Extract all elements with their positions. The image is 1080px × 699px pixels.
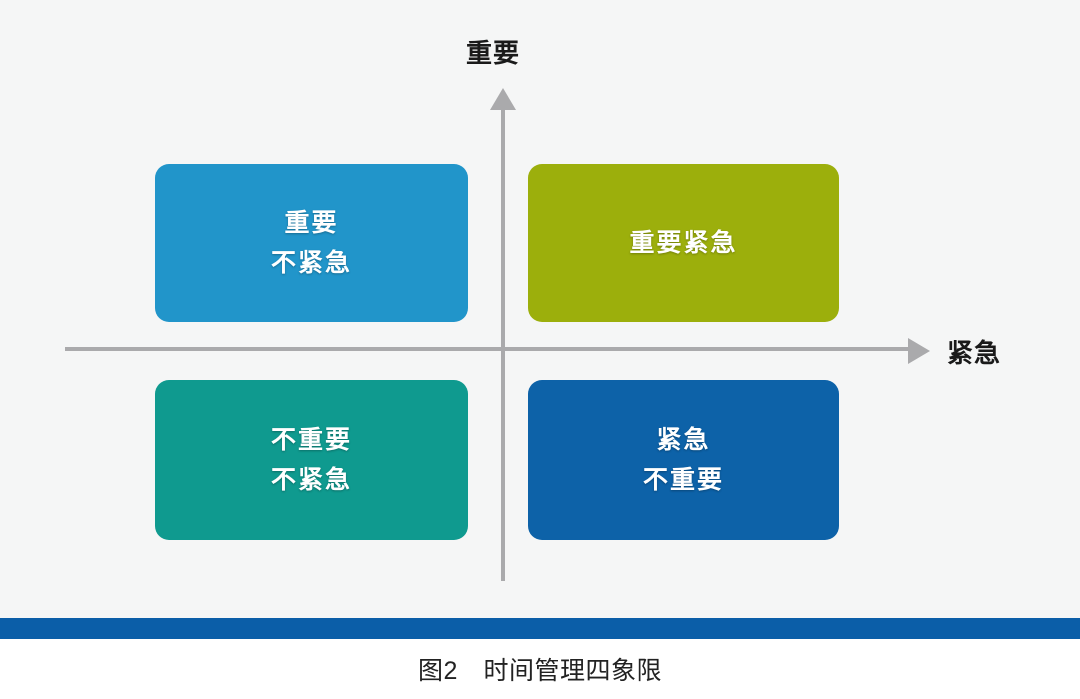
arrow-up-icon [490,88,516,110]
arrow-right-icon [908,338,930,364]
quadrant-important-urgent[interactable]: 重要紧急 [528,164,848,322]
quadrant-label-line: 不重要 [270,425,352,454]
quadrant-label-line: 重要 [284,208,339,237]
quadrant-label-line: 重要紧急 [629,228,738,257]
figure-canvas: 重要 紧急 重要 不紧急 重要紧急 不重要 不紧急 紧急 不重要 [65,38,1002,581]
quadrant-urgent-not-important[interactable]: 紧急 不重要 [528,380,848,540]
quadrant-label-line: 紧急 [656,425,711,454]
vertical-axis-line [501,104,505,581]
caption-area: 图2 时间管理四象限 [0,639,1080,699]
blue-divider-bar [0,618,1080,639]
figure-caption: 图2 时间管理四象限 [418,657,662,685]
quadrant-not-important-not-urgent[interactable]: 不重要 不紧急 [155,380,477,540]
quadrant-important-not-urgent[interactable]: 重要 不紧急 [155,164,477,322]
quadrant-label-line: 不紧急 [270,466,352,494]
horizontal-axis-line [65,347,912,351]
vertical-axis-label: 重要 [466,38,521,68]
quadrant-label-line: 不紧急 [270,249,352,277]
horizontal-axis-label: 紧急 [947,338,1002,368]
quadrant-label-line: 不重要 [642,466,724,494]
